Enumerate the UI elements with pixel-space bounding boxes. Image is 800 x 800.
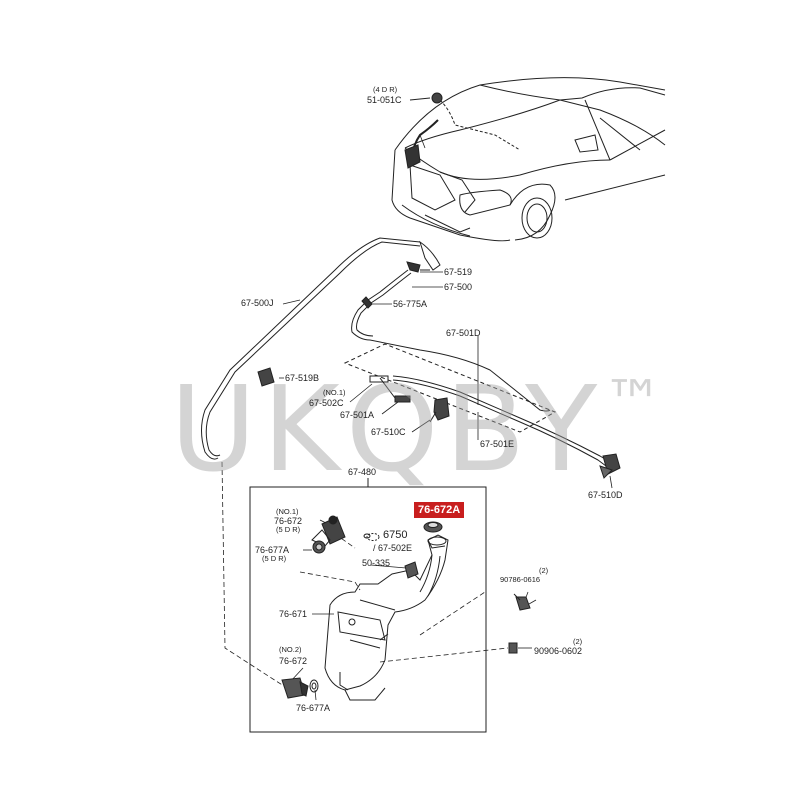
highlighted-part-76-672a: 76-672A bbox=[414, 502, 465, 518]
label-76-671: 76-671 bbox=[279, 609, 308, 619]
label-76-672-no1: 76-672 bbox=[274, 516, 303, 526]
label-no1-pump: (NO.1) bbox=[276, 507, 299, 516]
label-no1-top: (NO.1) bbox=[323, 388, 346, 397]
label-67-502c: 67-502C bbox=[309, 398, 344, 408]
label-67-519b: 67-519B bbox=[285, 373, 320, 383]
watermark: UKQBY™ bbox=[170, 360, 670, 498]
label-76-677a-top: 76-677A bbox=[255, 545, 290, 555]
label-5dr-pump: (5 D R) bbox=[276, 525, 301, 534]
washer-pump-no2 bbox=[281, 677, 319, 699]
label-67-500: 67-500 bbox=[444, 282, 473, 292]
filter-6750 bbox=[366, 533, 380, 541]
label-50-335: 50-335 bbox=[362, 558, 391, 568]
label-67-510c: 67-510C bbox=[371, 427, 406, 437]
label-67-500j: 67-500J bbox=[241, 298, 274, 308]
label-qty-nut: (2) bbox=[573, 637, 583, 646]
nut-90906-0602 bbox=[508, 642, 518, 654]
label-67-510d: 67-510D bbox=[588, 490, 623, 500]
label-5dr-seal: (5 D R) bbox=[262, 554, 287, 563]
label-4dr: (4 D R) bbox=[373, 85, 398, 94]
label-76-672-no2: 76-672 bbox=[279, 656, 308, 666]
car-front-illustration bbox=[391, 77, 666, 242]
label-76-677a-bottom: 76-677A bbox=[296, 703, 331, 713]
label-67-519: 67-519 bbox=[444, 267, 473, 277]
trademark-symbol: ™ bbox=[603, 368, 670, 438]
washer-hoses bbox=[201, 237, 621, 479]
label-6750: 6750 bbox=[383, 529, 408, 541]
label-67-480: 67-480 bbox=[348, 467, 377, 477]
label-67-501d: 67-501D bbox=[446, 328, 481, 338]
label-no2-pump: (NO.2) bbox=[279, 645, 302, 654]
label-67-501e: 67-501E bbox=[480, 439, 515, 449]
label-67-501a: 67-501A bbox=[340, 410, 375, 420]
label-51-051c: 51-051C bbox=[367, 95, 402, 105]
grommet-51-051c bbox=[431, 92, 443, 104]
label-qty-bolt: (2) bbox=[539, 566, 549, 575]
label-67-502e: / 67-502E bbox=[373, 543, 413, 553]
bolt-90786-0616 bbox=[513, 593, 531, 611]
label-56-775a: 56-775A bbox=[393, 299, 428, 309]
washer-pump-no1 bbox=[311, 515, 346, 554]
label-90906-0602: 90906-0602 bbox=[534, 646, 583, 656]
label-90786-0616: 90786-0616 bbox=[500, 575, 541, 584]
washer-tank bbox=[324, 534, 449, 701]
